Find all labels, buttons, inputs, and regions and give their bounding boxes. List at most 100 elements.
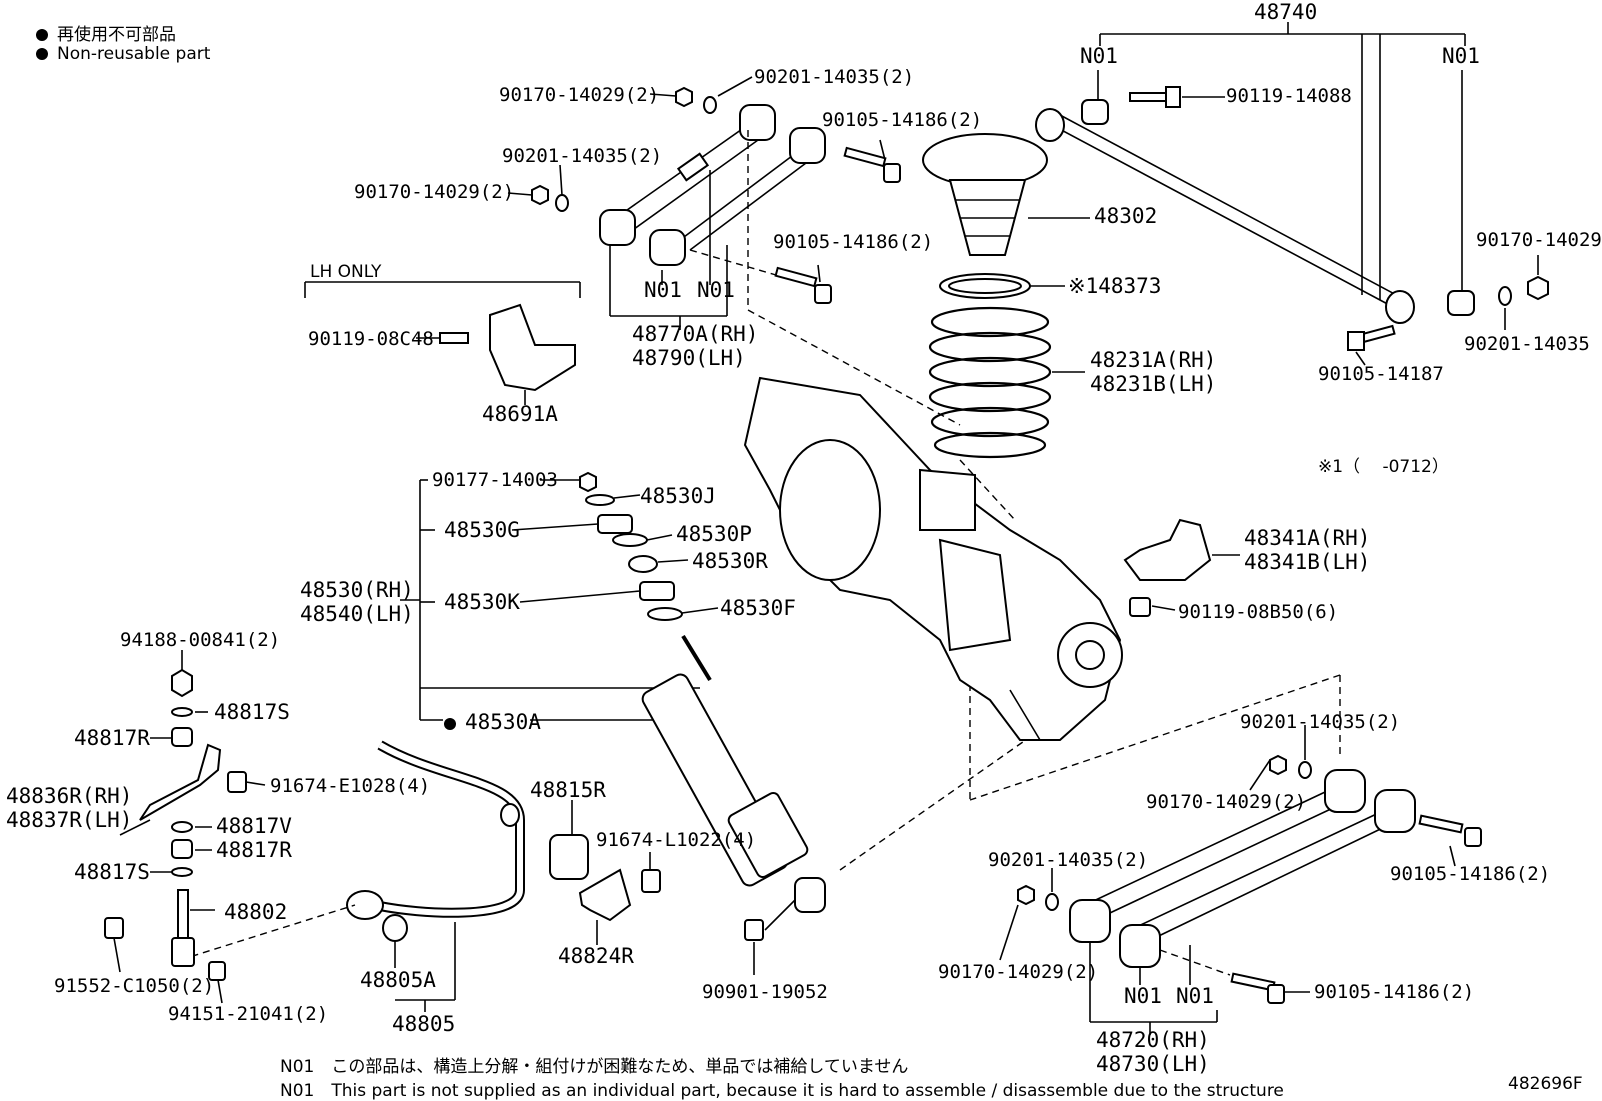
label-48540-lh: 48540(LH) xyxy=(300,602,414,626)
label-91674-E1028: 91674-E1028(4) xyxy=(270,775,431,797)
bolt-90105-14187 xyxy=(1347,324,1396,366)
label-48817S: 48817S xyxy=(214,700,290,724)
label-48817R: 48817R xyxy=(216,838,292,862)
illustration-id: 482696F xyxy=(1508,1074,1583,1094)
label-48836R: 48836R(RH) xyxy=(6,784,133,808)
label-48837R: 48837R(LH) xyxy=(6,808,133,832)
label-48302: 48302 xyxy=(1094,204,1158,228)
nut-washer-right xyxy=(1498,255,1549,330)
leader-48740 xyxy=(1099,22,1466,300)
legend-jp: 再使用不可部品 xyxy=(36,20,176,45)
label-48805: 48805 xyxy=(392,1012,456,1036)
label-90119-14088: 90119-14088 xyxy=(1226,85,1352,107)
label-90105-14186: 90105-14186(2) xyxy=(822,109,983,131)
label-48691A: 48691A xyxy=(482,402,558,426)
bump-stopper xyxy=(922,133,1090,256)
label-48730: 48730(LH) xyxy=(1096,1052,1210,1076)
label-48530J: 48530J xyxy=(640,484,716,508)
label-91674-L1022: 91674-L1022(4) xyxy=(596,829,757,851)
label-90105-14186: 90105-14186(2) xyxy=(1390,863,1551,885)
label-48530R: 48530R xyxy=(692,549,768,573)
label-94188-00841: 94188-00841(2) xyxy=(120,629,281,651)
label-90170-14029: 90170-14029 xyxy=(1476,229,1602,251)
shield-48341 xyxy=(1123,518,1240,617)
label-48817S: 48817S xyxy=(74,860,150,884)
label-90177-14003: 90177-14003 xyxy=(432,469,558,491)
footnote-1: ※1（ -0712） xyxy=(1318,457,1449,477)
label-90170-14029: 90170-14029(2) xyxy=(1146,791,1307,813)
label-90201-14035: 90201-14035(2) xyxy=(1240,711,1401,733)
label-48770A: 48770A(RH) xyxy=(632,322,759,346)
note-n01-en: N01 This part is not supplied as an indi… xyxy=(280,1081,1284,1101)
label-48530P: 48530P xyxy=(676,522,752,546)
label-48740: 48740 xyxy=(1254,0,1318,24)
label-48341A: 48341A(RH) xyxy=(1244,526,1371,550)
label-94151-21041: 94151-21041(2) xyxy=(168,1003,329,1025)
label-n01: N01 xyxy=(1080,44,1118,68)
lh-only-bracket xyxy=(304,281,581,405)
label-90105-14186: 90105-14186(2) xyxy=(773,231,934,253)
label-n01: N01 xyxy=(697,278,735,302)
label-90901-19052: 90901-19052 xyxy=(702,981,828,1003)
label-48530A: 48530A xyxy=(444,710,541,734)
stabilizer-bushing-bracket xyxy=(549,800,661,945)
label-90105-14187: 90105-14187 xyxy=(1318,363,1444,385)
lh-only-label: LH ONLY xyxy=(310,262,382,282)
note-n01-jp: N01 この部品は、構造上分解・組付けが困難なため、単品では補給していません xyxy=(280,1057,909,1077)
legend-en-text: Non-reusable part xyxy=(57,44,211,64)
label-n01: N01 xyxy=(1124,984,1162,1008)
label-90105-14186: 90105-14186(2) xyxy=(1314,981,1475,1003)
bolt-90119-14088 xyxy=(1129,86,1225,108)
legend-jp-text: 再使用不可部品 xyxy=(57,25,176,45)
bullet-icon xyxy=(36,48,48,60)
reference-lines xyxy=(747,130,1341,871)
label-48802: 48802 xyxy=(224,900,288,924)
label-48231B: 48231B(LH) xyxy=(1090,372,1217,396)
coil-spring xyxy=(928,306,1085,459)
label-91552-C1050: 91552-C1050(2) xyxy=(54,975,215,997)
label-48817V: 48817V xyxy=(216,814,292,838)
label-48530-rh: 48530(RH) xyxy=(300,578,414,602)
label-48231A: 48231A(RH) xyxy=(1090,348,1217,372)
label-90170-14029: 90170-14029(2) xyxy=(499,84,660,106)
label-48530K: 48530K xyxy=(444,590,520,614)
label-48373: ※148373 xyxy=(1068,274,1162,298)
label-90201-14035: 90201-14035(2) xyxy=(502,145,663,167)
n01-leaders-top xyxy=(1097,70,1463,290)
label-48790: 48790(LH) xyxy=(632,346,746,370)
bullet-icon xyxy=(444,718,456,730)
label-48530A-text: 48530A xyxy=(465,710,541,734)
label-90201-14035: 90201-14035(2) xyxy=(988,849,1149,871)
label-n01: N01 xyxy=(1176,984,1214,1008)
label-48341B: 48341B(LH) xyxy=(1244,550,1371,574)
label-48720: 48720(RH) xyxy=(1096,1028,1210,1052)
rear-axle-housing xyxy=(743,376,1123,741)
bullet-icon xyxy=(36,29,48,41)
label-n01: N01 xyxy=(1442,44,1480,68)
label-90119-08B50: 90119-08B50(6) xyxy=(1178,601,1339,623)
label-48815R: 48815R xyxy=(530,778,606,802)
label-90170-14029: 90170-14029(2) xyxy=(938,961,1099,983)
label-48805A: 48805A xyxy=(360,968,436,992)
spring-insulator xyxy=(939,273,1065,299)
shock-absorber-group xyxy=(400,471,826,975)
label-48824R: 48824R xyxy=(558,944,634,968)
legend-en: Non-reusable part xyxy=(36,44,210,64)
lower-arm-fasteners xyxy=(999,725,1482,1004)
label-48530F: 48530F xyxy=(720,596,796,620)
lower-control-arms xyxy=(1069,769,1416,1035)
label-90201-14035: 90201-14035 xyxy=(1464,333,1590,355)
label-90119-08C48: 90119-08C48 xyxy=(308,328,434,350)
lateral-control-rod xyxy=(1035,99,1475,324)
leader-48770A xyxy=(609,170,728,330)
stabilizer-bar xyxy=(179,740,525,1012)
nuts-top-left xyxy=(507,76,753,212)
label-48530G: 48530G xyxy=(444,518,520,542)
stabilizer-link xyxy=(104,650,266,1004)
bolts-upper-arm xyxy=(689,139,901,304)
label-90170-14029: 90170-14029(2) xyxy=(354,181,515,203)
label-90201-14035: 90201-14035(2) xyxy=(754,66,915,88)
label-n01: N01 xyxy=(644,278,682,302)
upper-control-arms xyxy=(599,104,826,266)
